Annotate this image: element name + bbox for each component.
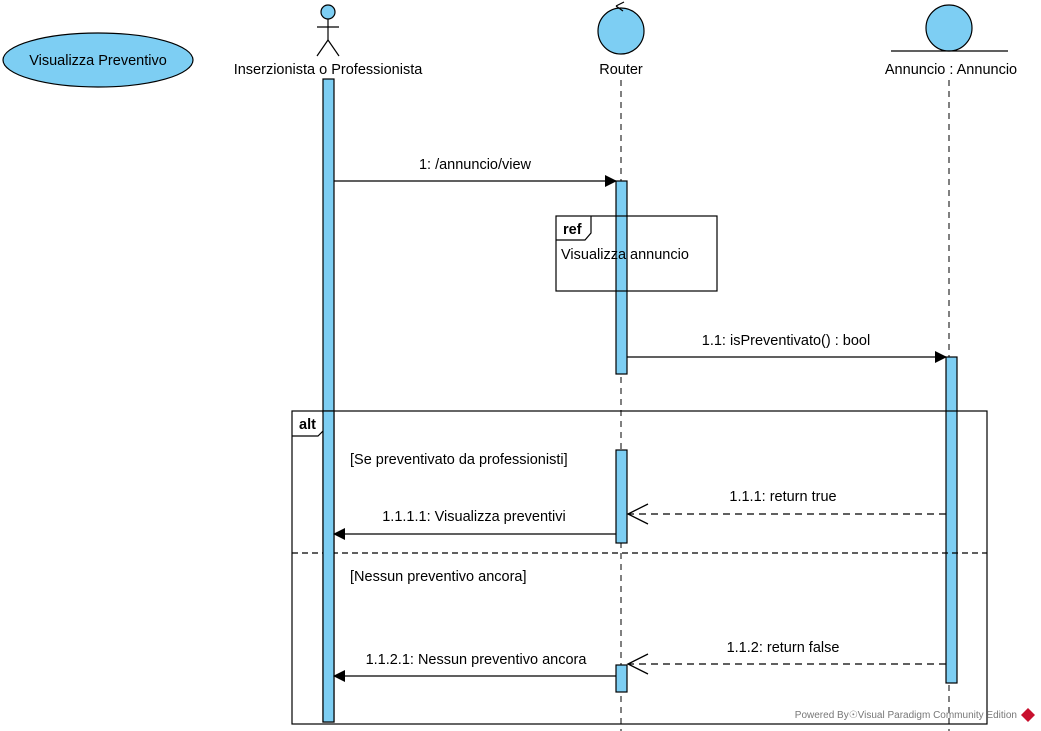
lifeline-label-annuncio: Annuncio : Annuncio — [885, 62, 1017, 78]
alt-guard-2: [Nessun preventivo ancora] — [350, 569, 527, 585]
watermark-text: Powered By☉Visual Paradigm Community Edi… — [795, 710, 1017, 721]
lifeline-label-actor: Inserzionista o Professionista — [234, 62, 424, 78]
activation-router-2 — [615, 449, 628, 544]
return-1-1-2[interactable]: 1.1.2: return false — [626, 640, 946, 675]
use-case[interactable]: Visualizza Preventivo — [2, 32, 194, 88]
message-1-label: 1: /annuncio/view — [419, 157, 532, 173]
message-1-1-1-1[interactable]: 1.1.1.1: Visualizza preventivi — [333, 509, 616, 540]
message-1-1-1-1-label: 1.1.1.1: Visualizza preventivi — [382, 509, 566, 525]
return-1-1-1-label: 1.1.1: return true — [729, 489, 836, 505]
activation-router-1 — [615, 180, 628, 375]
activation-annuncio — [945, 356, 958, 684]
ref-frame[interactable]: ref Visualizza annuncio — [555, 215, 718, 292]
alt-frame[interactable]: alt [Se preventivato da professionisti] … — [291, 410, 988, 725]
activation-router-3 — [615, 664, 628, 693]
alt-tag: alt — [299, 417, 316, 433]
visual-paradigm-logo-icon — [1021, 708, 1035, 722]
alt-guard-1: [Se preventivato da professionisti] — [350, 452, 568, 468]
watermark: Powered By☉Visual Paradigm Community Edi… — [795, 708, 1035, 722]
actor-icon[interactable] — [316, 4, 340, 57]
message-1-1-2-1[interactable]: 1.1.2.1: Nessun preventivo ancora — [333, 652, 616, 682]
message-1-1[interactable]: 1.1: isPreventivato() : bool — [627, 333, 947, 363]
message-1-1-2-1-label: 1.1.2.1: Nessun preventivo ancora — [366, 652, 588, 668]
ref-tag: ref — [563, 222, 582, 238]
use-case-label: Visualizza Preventivo — [29, 53, 167, 69]
return-1-1-2-label: 1.1.2: return false — [727, 640, 840, 656]
ref-text: Visualizza annuncio — [561, 247, 689, 263]
message-1[interactable]: 1: /annuncio/view — [334, 157, 617, 187]
message-1-1-label: 1.1: isPreventivato() : bool — [702, 333, 870, 349]
control-icon[interactable] — [597, 1, 645, 55]
lifeline-label-router: Router — [599, 62, 643, 78]
entity-icon[interactable] — [891, 4, 1008, 52]
return-1-1-1[interactable]: 1.1.1: return true — [626, 489, 946, 525]
activation-actor-overlay — [322, 410, 335, 723]
